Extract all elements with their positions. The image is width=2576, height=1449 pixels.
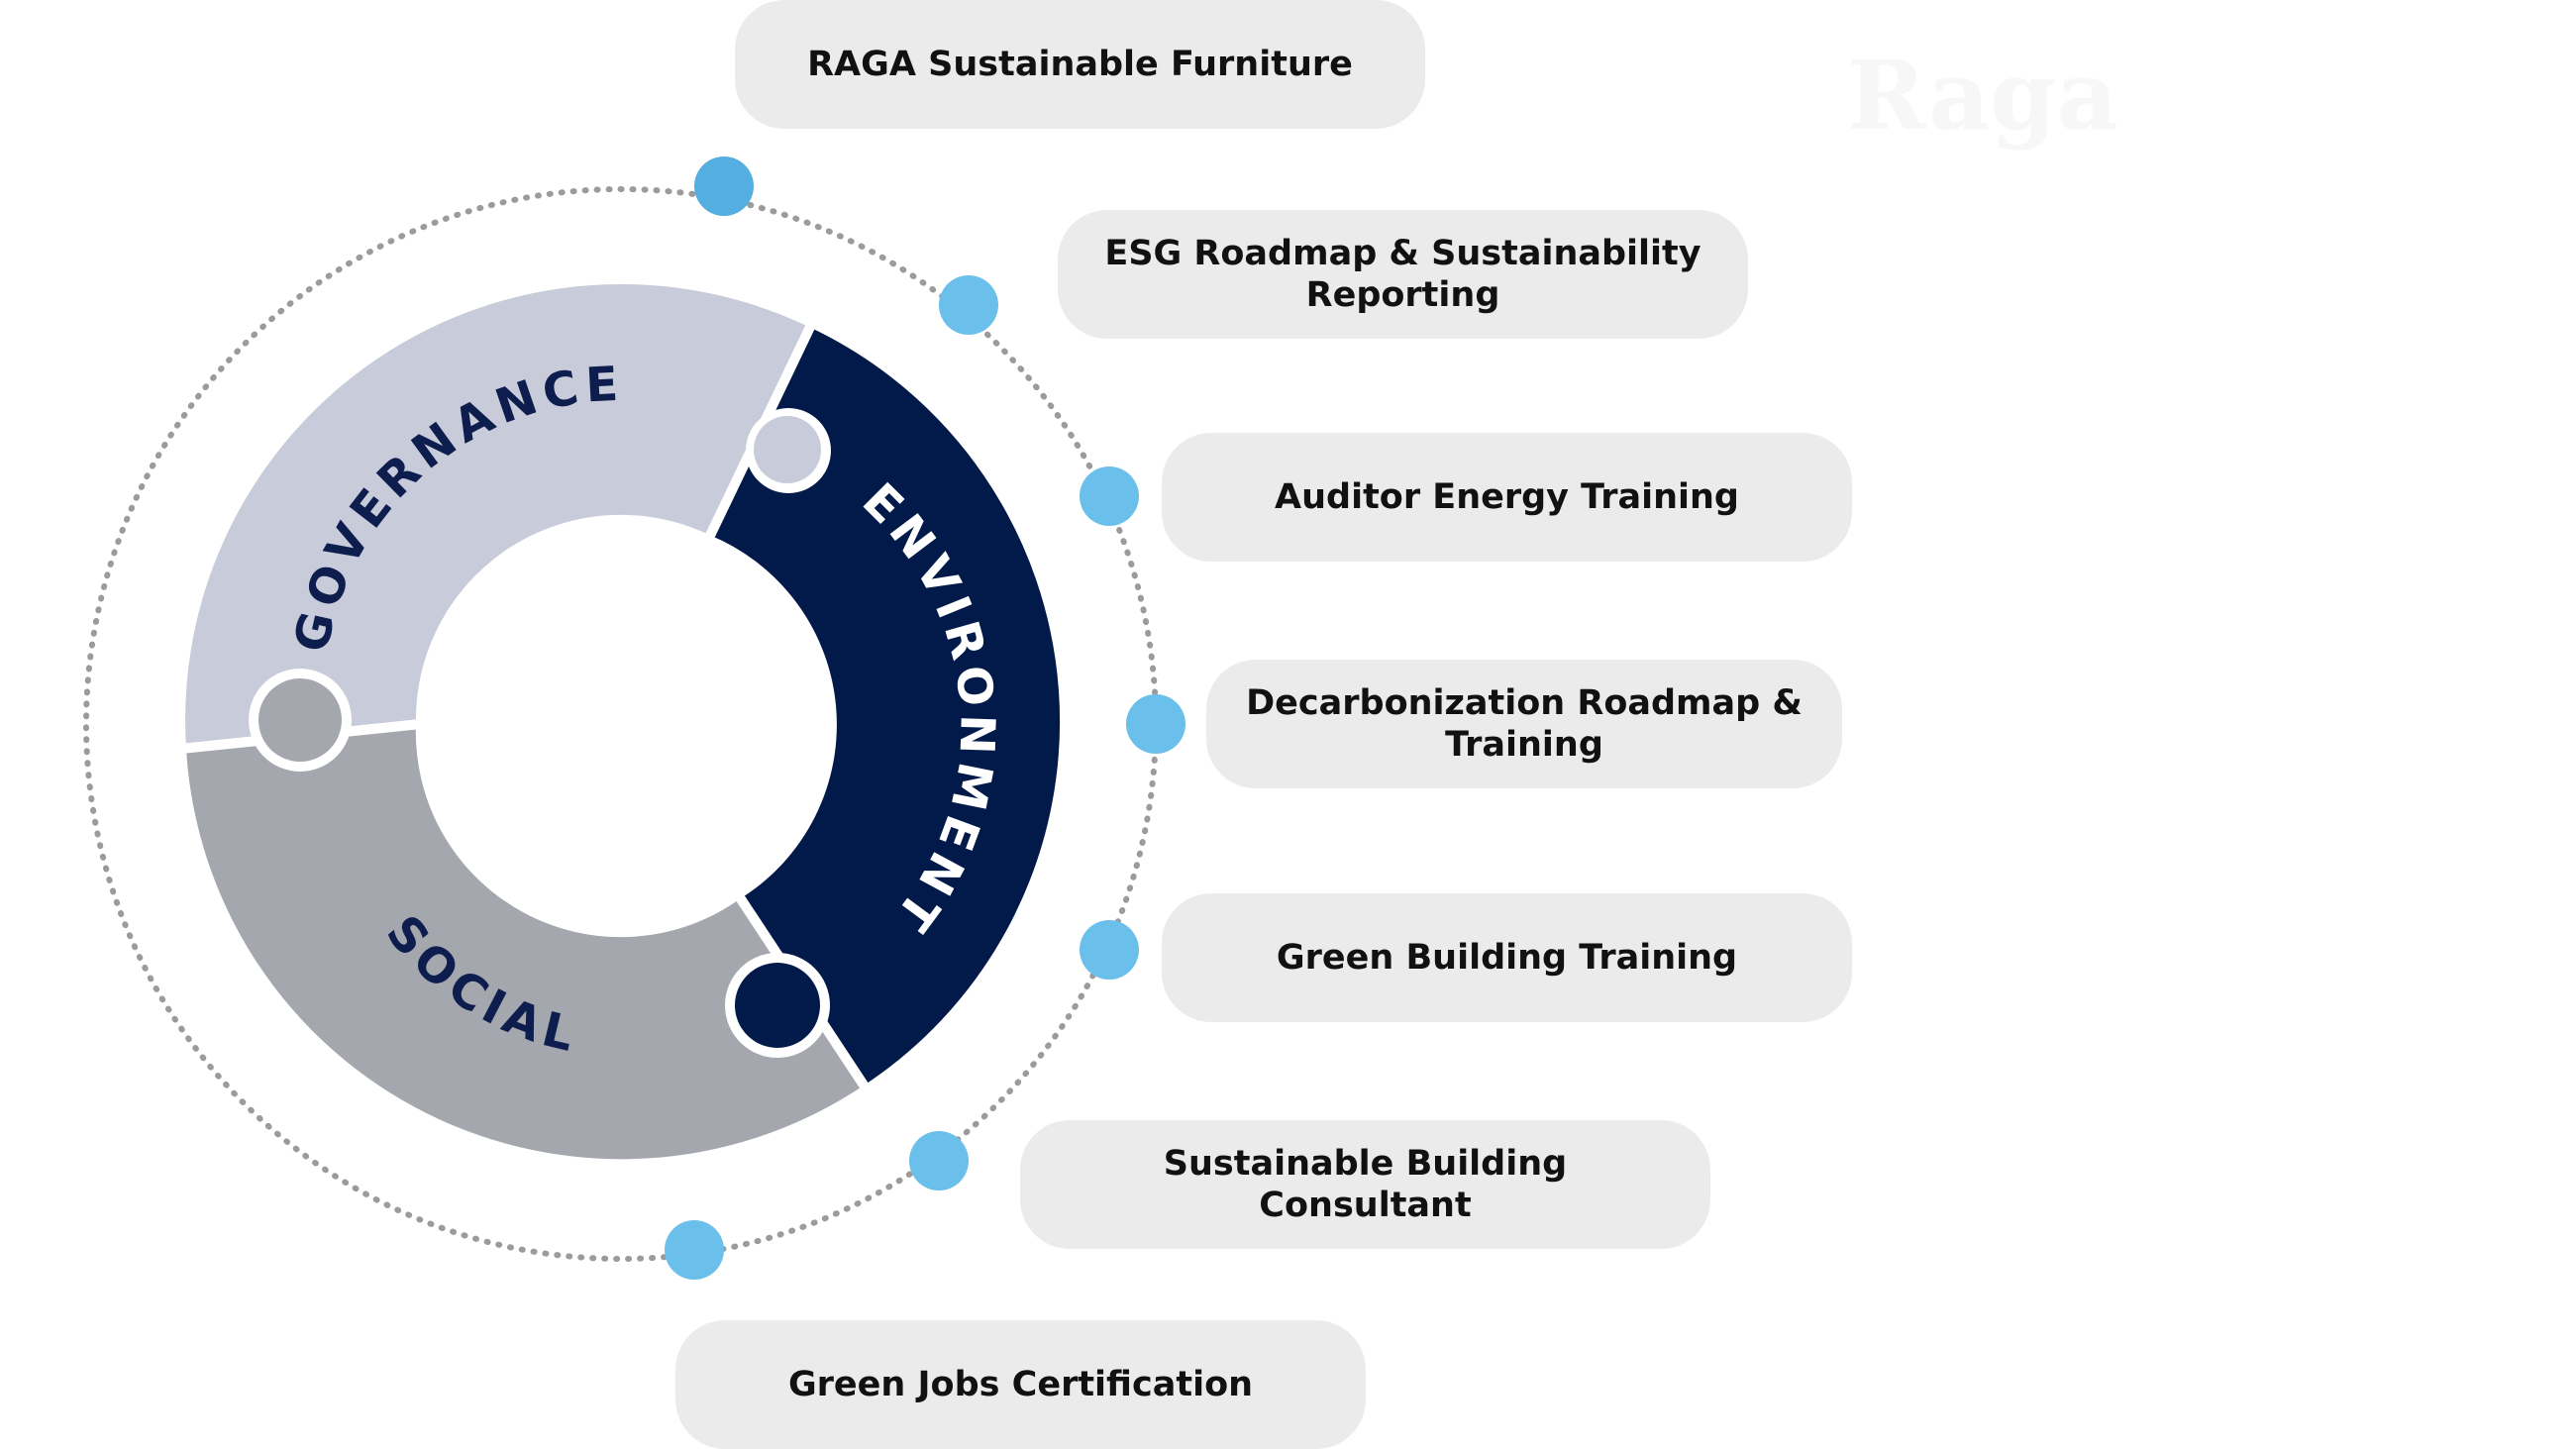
item-green-jobs-certification: Green Jobs Certification <box>675 1320 1366 1449</box>
governance-segment <box>175 274 817 754</box>
timeline-dot-2 <box>939 275 998 335</box>
timeline-dot-5 <box>1080 920 1139 980</box>
item-decarbonization-roadmap: Decarbonization Roadmap & Training <box>1206 660 1842 788</box>
item-green-building-training: Green Building Training <box>1162 893 1852 1022</box>
item-raga-sustainable-furniture: RAGA Sustainable Furniture <box>735 0 1425 129</box>
social-segment <box>176 719 872 1170</box>
center-hole <box>423 526 819 922</box>
environment-segment <box>703 318 1071 1094</box>
item-esg-roadmap: ESG Roadmap & Sustainability Reporting <box>1058 210 1748 339</box>
governance-puzzle-knob <box>754 416 821 483</box>
timeline-dot-7 <box>665 1220 724 1280</box>
item-sustainable-building-consultant: Sustainable Building Consultant <box>1020 1120 1710 1249</box>
environment-puzzle-knob <box>735 963 820 1048</box>
timeline-dot-3 <box>1080 466 1139 526</box>
social-puzzle-knob <box>258 678 342 762</box>
timeline-dot-6 <box>909 1131 969 1190</box>
raga-watermark-logo: Raga <box>1847 40 2118 152</box>
timeline-dot-1 <box>694 156 754 216</box>
timeline-dot-4 <box>1126 694 1185 754</box>
item-auditor-energy-training: Auditor Energy Training <box>1162 433 1852 562</box>
